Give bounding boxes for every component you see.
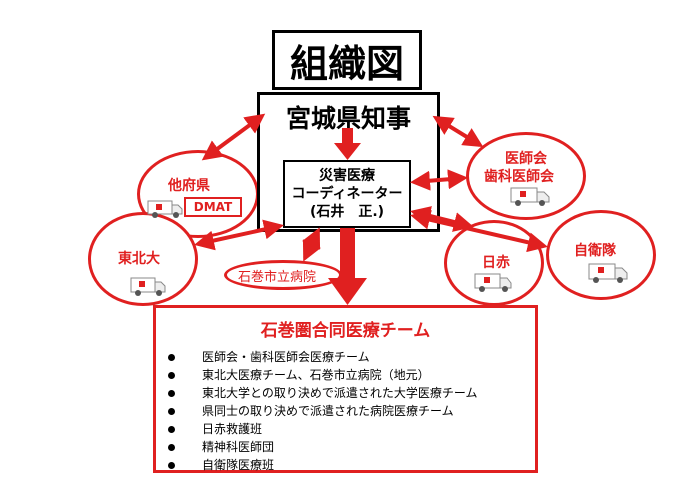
ambulance-icon [147, 200, 183, 218]
joint-medical-team-box: 石巻圏合同医療チーム 医師会・歯科医師会医療チーム 東北大医療チーム、石巻市立病… [153, 305, 538, 473]
other-pref-label: 他府県 [168, 178, 210, 194]
bullet-icon [168, 372, 175, 379]
team-list: 医師会・歯科医師会医療チーム 東北大医療チーム、石巻市立病院（地元） 東北大学と… [168, 348, 478, 474]
coordinator-line2: コーディネーター [291, 186, 403, 202]
dmat-label: DMAT [184, 197, 242, 217]
bullet-icon [168, 426, 175, 433]
arrow-coordinator-to-team [328, 228, 367, 305]
coordinator-box: 災害医療 コーディネーター (石井 正.) [283, 160, 411, 228]
page-title: 組織図 [272, 30, 422, 90]
sdf-ellipse [546, 210, 656, 300]
bullet-icon [168, 444, 175, 451]
ambulance-icon [474, 273, 512, 292]
arrow-governor-to-coordinator [334, 128, 361, 160]
arrow-coordinator-tohoku-univ [194, 219, 284, 251]
ishinomaki-hospital-ellipse [224, 260, 342, 290]
list-item: 医師会・歯科医師会医療チーム [168, 348, 478, 366]
arrow-coordinator-ishinomaki-hospital [302, 227, 321, 262]
tohoku-univ-label: 東北大 [118, 251, 160, 267]
coordinator-line1: 災害医療 [319, 168, 375, 184]
list-item: 日赤救護班 [168, 420, 478, 438]
list-item: 精神科医師団 [168, 438, 478, 456]
bullet-icon [168, 390, 175, 397]
medical-assoc-ellipse [466, 132, 586, 220]
ishinomaki-hospital-label: 石巻市立病院 [238, 270, 317, 285]
medical-assoc-label-line2: 歯科医師会 [484, 169, 554, 185]
arrow-coordinator-medical-assoc [410, 169, 468, 191]
ambulance-icon [130, 277, 166, 296]
arrow-governor-medical-assoc [432, 115, 484, 148]
arrow-coordinator-sdf [410, 209, 548, 253]
red-cross-label: 日赤 [482, 255, 510, 271]
list-item: 東北大学との取り決めで派遣された大学医療チーム [168, 384, 478, 402]
bullet-icon [168, 408, 175, 415]
list-item: 自衛隊医療班 [168, 456, 478, 474]
bullet-icon [168, 354, 175, 361]
sdf-label: 自衛隊 [574, 243, 616, 259]
list-item: 県同士の取り決めで派遣された病院医療チーム [168, 402, 478, 420]
arrow-governor-other-pref [201, 113, 266, 161]
bullet-icon [168, 462, 175, 469]
ambulance-icon [588, 263, 628, 283]
medical-assoc-label-line1: 医師会 [505, 151, 547, 167]
ambulance-icon [510, 187, 550, 206]
team-title: 石巻圏合同医療チーム [260, 321, 431, 341]
coordinator-line3: (石井 正.) [309, 204, 385, 220]
list-item: 東北大医療チーム、石巻市立病院（地元） [168, 366, 478, 384]
